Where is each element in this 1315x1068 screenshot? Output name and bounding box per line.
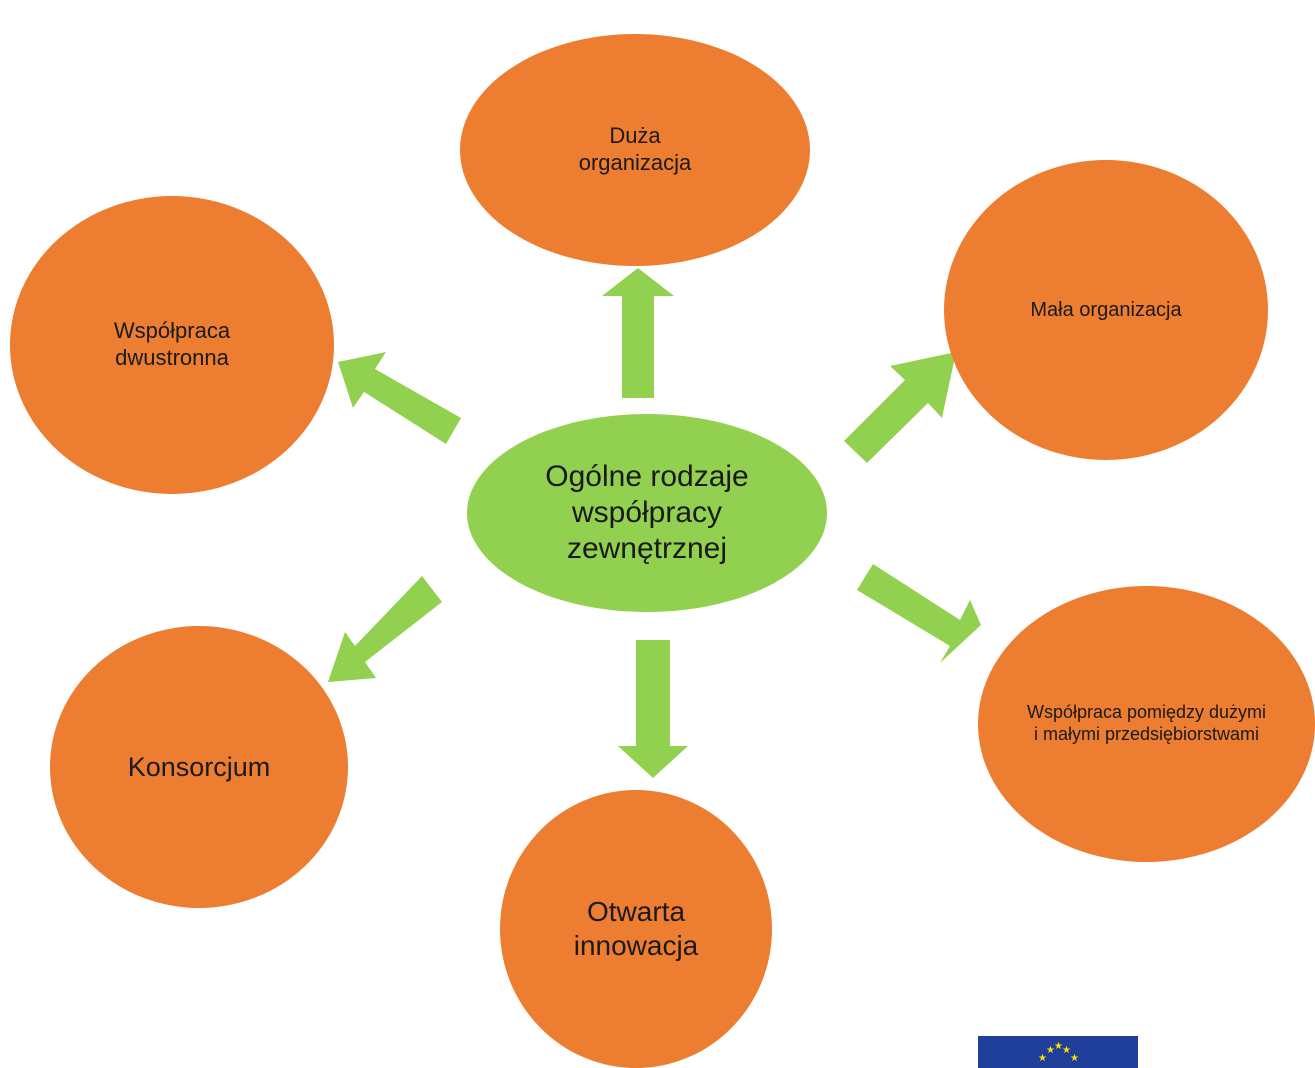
node-label: Współpraca dwustronna [113, 318, 231, 370]
node-label: Współpraca pomiędzy dużymi i małymi prze… [1026, 702, 1267, 744]
node-wspolpraca-duze-male: Współpraca pomiędzy dużymi i małymi prze… [978, 586, 1315, 862]
arrow-to-bottom-right [857, 564, 981, 663]
node-label: Otwarta innowacja [573, 895, 699, 961]
center-label: Ogólne rodzaje współpracy zewnętrznej [545, 460, 749, 565]
arrow-to-top [602, 268, 674, 398]
node-konsorcjum: Konsorcjum [50, 626, 348, 908]
node-mala-organizacja: Mała organizacja [944, 160, 1268, 460]
arrow-to-bottom [618, 640, 688, 778]
node-label: Duża organizacja [578, 123, 692, 175]
node-label: Konsorcjum [127, 751, 271, 782]
arrow-to-top-left [338, 352, 461, 444]
arrow-to-top-right [844, 352, 956, 463]
node-center-ogolne-rodzaje: Ogólne rodzaje współpracy zewnętrznej [467, 414, 827, 612]
node-otwarta-innowacja: Otwarta innowacja [500, 790, 772, 1068]
node-duza-organizacja: Duża organizacja [460, 34, 810, 266]
arrow-to-bottom-left [328, 576, 442, 682]
eu-flag-icon: ★ ★ ★ ★ ★ [978, 1036, 1138, 1068]
node-wspolpraca-dwustronna: Współpraca dwustronna [10, 196, 334, 494]
node-label: Mała organizacja [1030, 298, 1182, 321]
